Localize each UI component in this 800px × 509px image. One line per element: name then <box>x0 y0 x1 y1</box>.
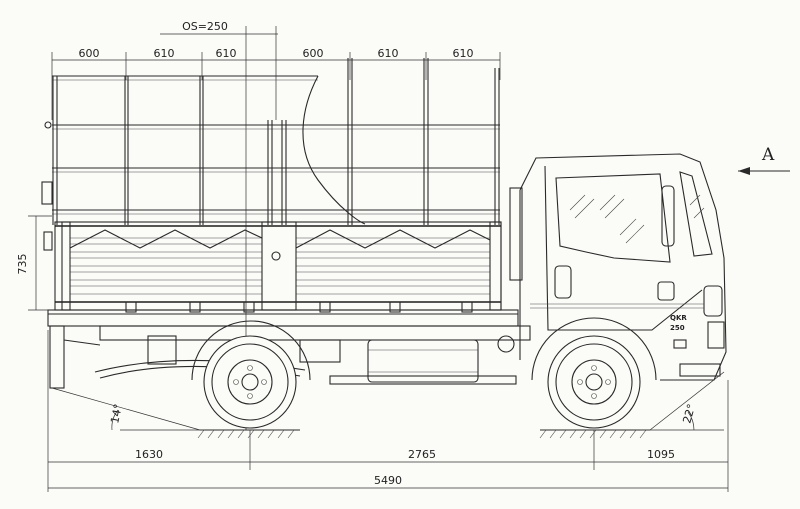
dim-top-5: 610 <box>378 47 399 60</box>
cargo-side-panels <box>41 121 502 313</box>
dim-top-3: 610 <box>216 47 237 60</box>
dim-front-overhang: 1095 <box>647 448 675 461</box>
cab: QKR 250 <box>509 153 727 381</box>
view-arrow: A <box>738 145 790 175</box>
approach-angle: 22° <box>640 371 725 431</box>
dim-top-4: 600 <box>303 47 324 60</box>
view-label: A <box>761 145 775 165</box>
dim-overall-length: 5490 <box>374 474 402 487</box>
approach-angle-text: 22° <box>680 402 698 424</box>
dim-wheelbase: 2765 <box>408 448 436 461</box>
front-wheel <box>531 317 657 429</box>
dim-side-height: 735 <box>16 254 29 275</box>
dim-os: OS=250 <box>182 20 228 33</box>
top-dimension-chain: 600 610 610 600 610 610 OS=250 <box>51 20 501 430</box>
badge-number: 250 <box>670 324 685 332</box>
dim-top-1: 600 <box>79 47 100 60</box>
bottom-dimension-chain: 1630 2765 1095 5490 <box>47 330 729 492</box>
chassis <box>47 309 531 389</box>
departure-angle-text: 14° <box>108 403 125 425</box>
side-height-dimension: 735 <box>16 215 52 311</box>
dim-top-2: 610 <box>154 47 175 60</box>
departure-angle: 14° <box>51 387 205 431</box>
cargo-canopy-frame <box>52 58 500 225</box>
rear-wheel <box>191 320 311 429</box>
dim-rear-overhang: 1630 <box>135 448 163 461</box>
dim-top-6: 610 <box>453 47 474 60</box>
ground-line <box>197 429 650 439</box>
badge-model: QKR <box>670 314 687 322</box>
